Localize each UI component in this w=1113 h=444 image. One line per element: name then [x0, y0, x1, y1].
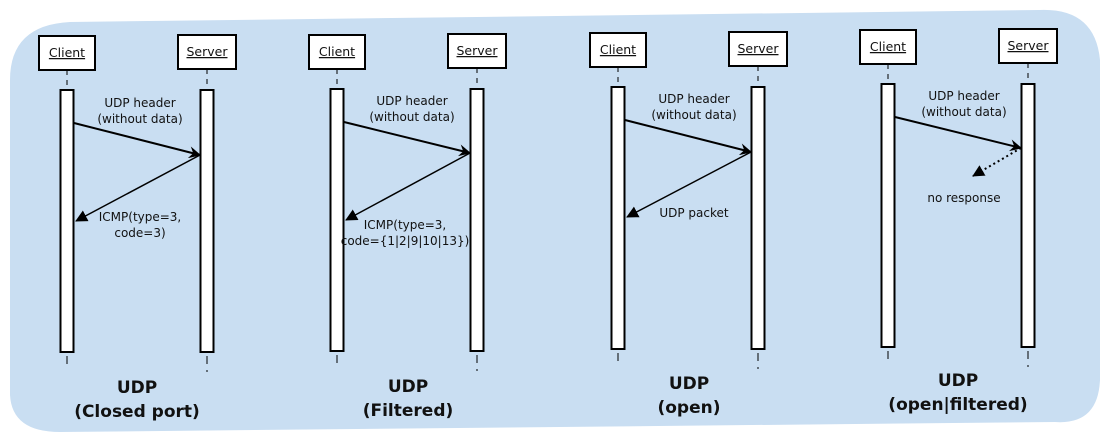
request-arrow — [624, 119, 752, 156]
server-activation-bar — [750, 86, 766, 350]
client-box — [308, 34, 366, 70]
request-label: (without data) — [921, 105, 1006, 119]
request-label: UDP header — [376, 94, 447, 108]
server-box — [447, 33, 507, 69]
response-label: code=3) — [114, 226, 165, 240]
response-arrow — [626, 151, 752, 218]
diagram-title: (open) — [657, 398, 720, 418]
client-actor: Client — [859, 29, 917, 359]
response-label: no response — [927, 191, 1000, 205]
background-panel — [10, 9, 1100, 432]
server-activation-bar — [199, 89, 215, 353]
request-label: (without data) — [651, 108, 736, 122]
diagram-title: (Filtered) — [363, 401, 454, 421]
client-label: Client — [600, 42, 636, 57]
client-actor: Client — [589, 32, 647, 361]
server-actor: Server — [728, 31, 788, 369]
server-actor: Server — [998, 28, 1058, 367]
server-actor: Server — [447, 33, 507, 371]
client-activation-bar — [329, 88, 345, 352]
client-box — [38, 35, 96, 71]
request-label: (without data) — [369, 110, 454, 124]
server-label: Server — [738, 41, 780, 56]
client-box — [859, 29, 917, 65]
request-label: UDP header — [658, 92, 729, 106]
response-arrow — [75, 154, 201, 222]
response-label: UDP packet — [659, 206, 729, 220]
response-label: ICMP(type=3, — [99, 210, 182, 224]
diagram-title: UDP — [938, 371, 978, 391]
diagram-title: UDP — [388, 377, 428, 397]
diagram-title: (open|filtered) — [888, 395, 1027, 415]
diagram-title: UDP — [669, 374, 709, 394]
request-arrow — [894, 116, 1022, 152]
client-label: Client — [49, 45, 85, 60]
request-label: UDP header — [928, 89, 999, 103]
client-label: Client — [319, 44, 355, 59]
client-activation-bar — [880, 83, 896, 348]
request-label: (without data) — [97, 112, 182, 126]
response-label: code={1|2|9|10|13}) — [341, 234, 470, 248]
client-actor: Client — [308, 34, 366, 363]
client-actor: Client — [38, 35, 96, 364]
response-arrow — [345, 152, 471, 221]
server-label: Server — [187, 44, 229, 59]
diagram-title: UDP — [117, 378, 157, 398]
server-actor: Server — [177, 34, 237, 372]
client-activation-bar — [610, 86, 626, 350]
request-arrow — [343, 121, 471, 157]
server-activation-bar — [469, 88, 485, 352]
request-label: UDP header — [104, 96, 175, 110]
server-label: Server — [457, 43, 499, 58]
diagram-title: (Closed port) — [74, 402, 200, 422]
client-label: Client — [870, 39, 906, 54]
response-label: ICMP(type=3, — [364, 218, 447, 232]
server-activation-bar — [1020, 83, 1036, 348]
client-activation-bar — [59, 89, 75, 353]
no-response-arrow — [972, 147, 1022, 177]
server-box — [728, 31, 788, 67]
request-arrow — [73, 122, 201, 159]
server-box — [998, 28, 1058, 64]
server-label: Server — [1008, 38, 1050, 53]
